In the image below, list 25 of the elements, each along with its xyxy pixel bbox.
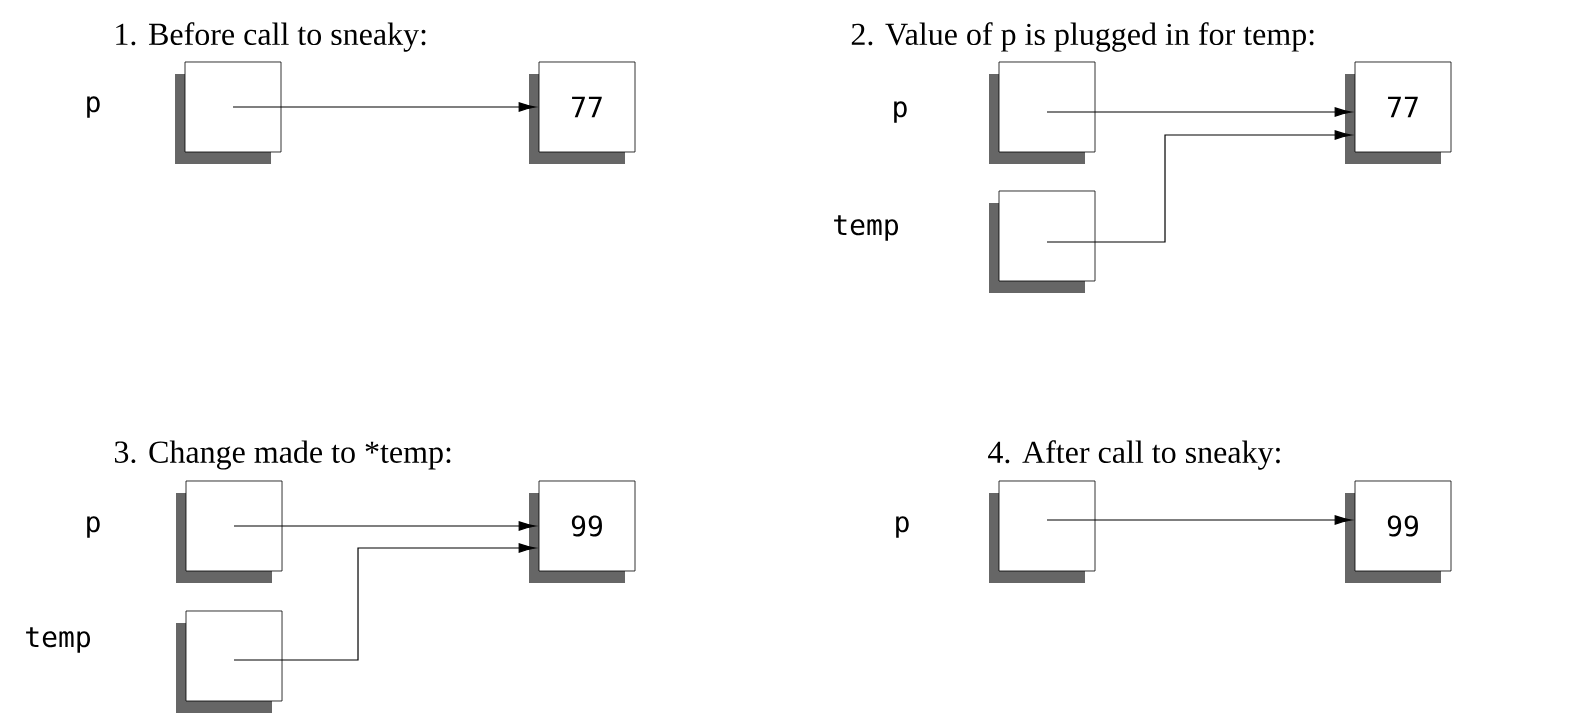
variable-name: temp bbox=[834, 215, 898, 241]
pointer-box bbox=[989, 480, 1096, 583]
variable-name: p bbox=[894, 101, 907, 123]
value-box: 99 bbox=[529, 480, 636, 583]
arrow bbox=[1046, 130, 1352, 243]
pointer-box bbox=[175, 61, 282, 164]
variable-name: p bbox=[896, 516, 909, 538]
arrow bbox=[233, 521, 536, 531]
arrow bbox=[233, 543, 536, 661]
pointer-box bbox=[989, 61, 1096, 164]
arrow bbox=[232, 102, 536, 112]
variable-name: p bbox=[87, 516, 100, 538]
step-heading: 2. Value of p is plugged in for temp: bbox=[851, 22, 1314, 52]
arrow bbox=[1046, 515, 1352, 525]
step-heading: 3. Change made to *temp: bbox=[114, 440, 451, 470]
pointer-box bbox=[989, 190, 1096, 293]
step-heading: 4. After call to sneaky: bbox=[988, 440, 1280, 470]
variable-name: p bbox=[87, 96, 100, 118]
pointer-box bbox=[176, 610, 283, 713]
value-box: 99 bbox=[1345, 480, 1452, 583]
pointer-box bbox=[176, 480, 283, 583]
value-box: 77 bbox=[529, 61, 636, 164]
value-box: 77 bbox=[1345, 61, 1452, 164]
variable-name: temp bbox=[26, 627, 90, 653]
arrow bbox=[1046, 107, 1352, 117]
